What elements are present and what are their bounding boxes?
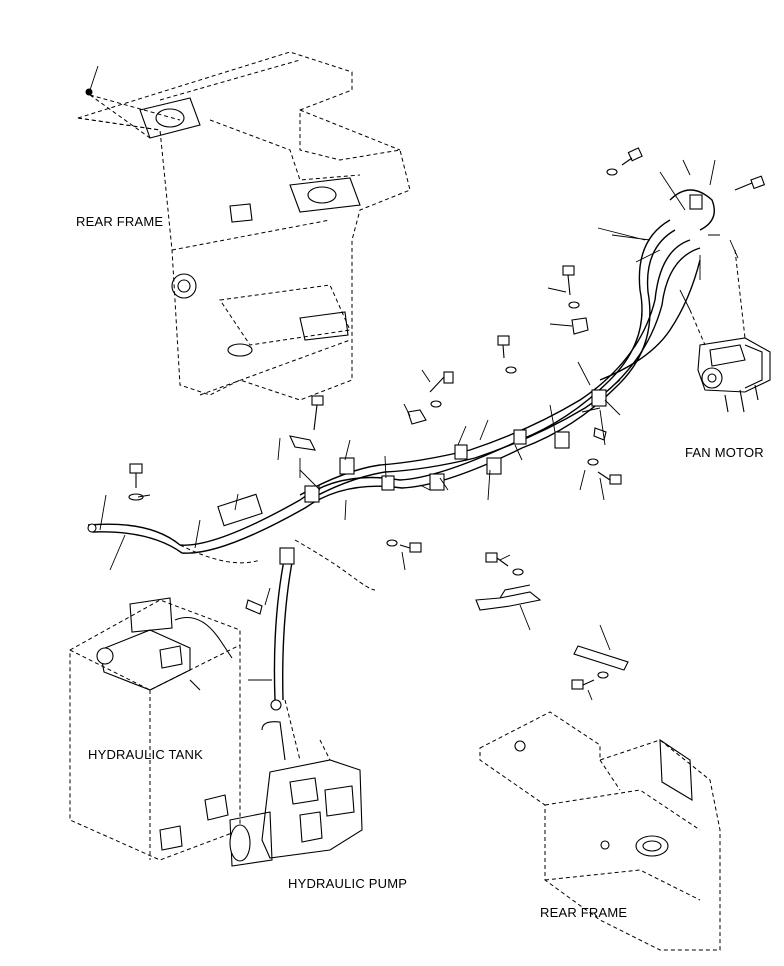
hydraulic-pump-label: HYDRAULIC PUMP [288, 876, 408, 891]
rear-frame-lower-label: REAR FRAME [540, 905, 628, 920]
rear-frame-upper-label: REAR FRAME [76, 214, 164, 229]
rear-frame-lower-drawing [479, 711, 721, 951]
hydraulic-tank-label: HYDRAULIC TANK [88, 747, 204, 762]
brackets [245, 317, 629, 671]
fasteners [128, 147, 766, 690]
hydraulic-tank-drawing [69, 597, 241, 861]
rear-frame-upper-drawing [77, 51, 411, 401]
leader-lines [99, 159, 739, 701]
fan-motor-drawing [689, 249, 771, 413]
fan-motor-label: FAN MOTOR [685, 445, 764, 460]
hose-clamps [279, 194, 703, 565]
hydraulic-pump-drawing [229, 699, 363, 867]
hose-bundle [87, 189, 715, 711]
